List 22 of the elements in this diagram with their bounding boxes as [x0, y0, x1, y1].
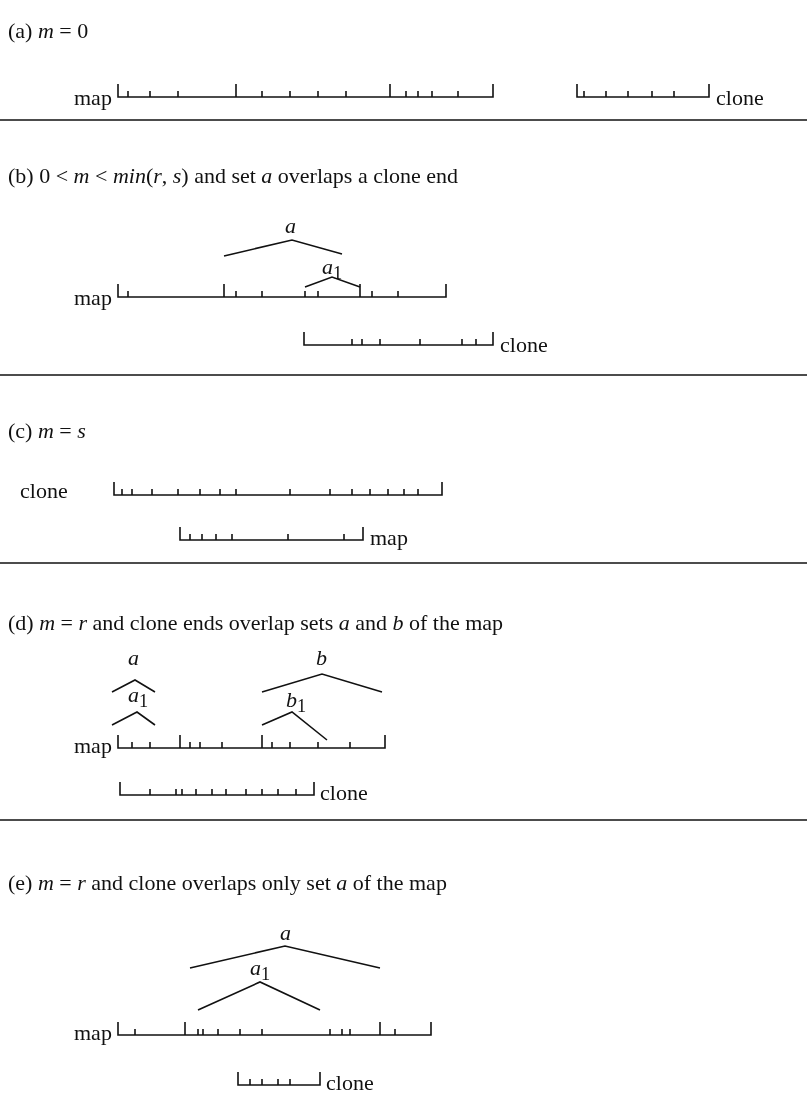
track-label: map [370, 526, 408, 550]
heading: (c) m = s [8, 419, 86, 443]
track-label: clone [320, 781, 368, 805]
set-label: b$_{1}$ [286, 688, 307, 719]
set-label: a [128, 646, 139, 670]
track-label: map [74, 1021, 112, 1045]
heading: (a) m = 0 [8, 19, 89, 43]
track-label: map [74, 286, 112, 310]
heading: (b) 0 < m < min(r, s) and set a overlaps a clone end [8, 164, 459, 188]
set-label: a [280, 921, 291, 945]
set-label: a$_{1}$ [250, 956, 271, 987]
track-label: clone [326, 1071, 374, 1094]
track-label: clone [716, 86, 764, 110]
heading: (d) m = r and clone ends overlap sets a and b of the map [8, 611, 504, 635]
track-label: clone [500, 333, 548, 357]
track-label: clone [20, 479, 68, 503]
set-label: a [285, 214, 296, 238]
track-label: map [74, 734, 112, 758]
set-label: a$_{1}$ [128, 683, 149, 714]
track-label: map [74, 86, 112, 110]
heading: (e) m = r and clone overlaps only set a of the map [8, 871, 447, 895]
set-label: b [316, 646, 327, 670]
